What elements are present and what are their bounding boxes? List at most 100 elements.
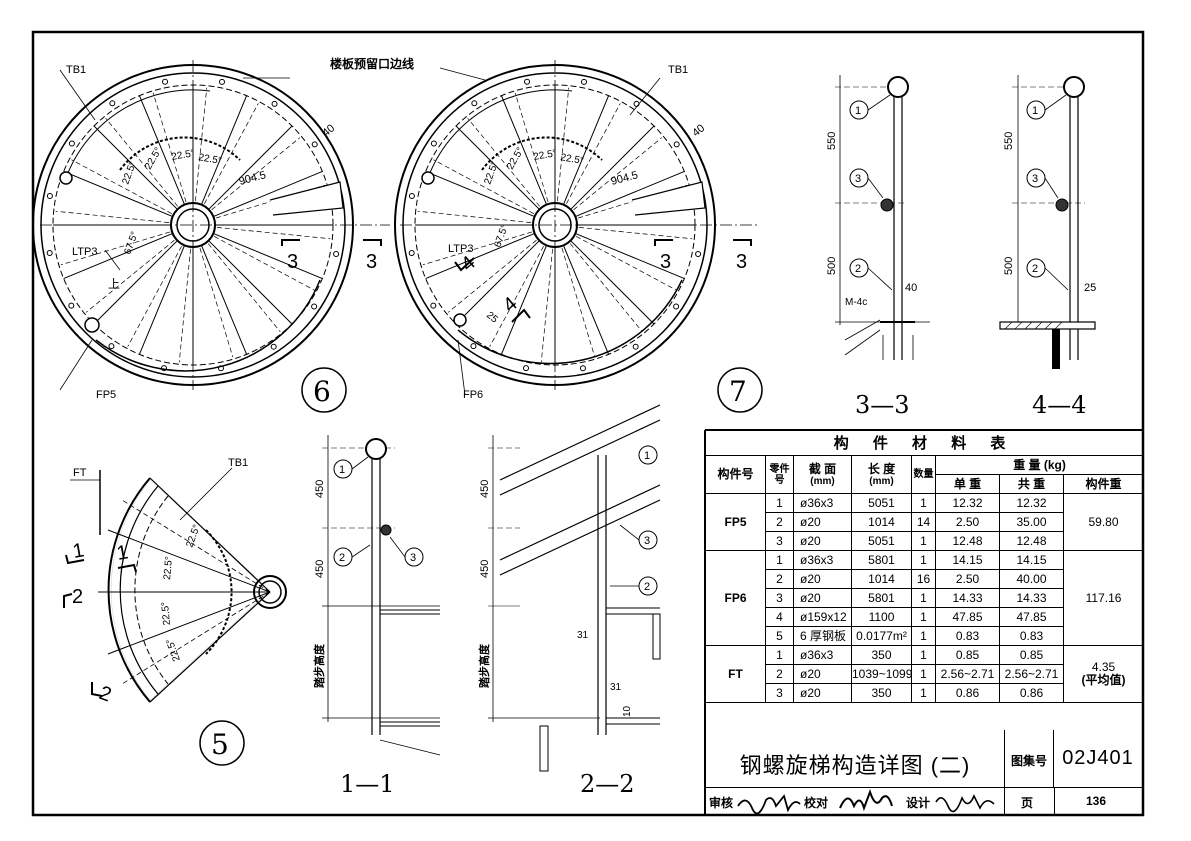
v7-angle-step-1: 22.5°	[482, 160, 500, 186]
step-line	[455, 125, 540, 210]
sec44-dim-550: 550	[1003, 132, 1015, 150]
table-cell: 2.50	[935, 569, 1000, 589]
step-line	[200, 95, 248, 205]
step-line	[208, 240, 293, 325]
baluster-post	[68, 302, 75, 309]
table-cell: ø20	[793, 569, 852, 589]
table-cell: 12.32	[999, 493, 1064, 513]
table-cell: 1	[765, 550, 794, 570]
title-block: 钢螺旋梯构造详图 (二) 图集号 02J401 审核 校对 设计 页 136	[705, 730, 1143, 816]
table-cell: 1014	[851, 512, 912, 532]
plan-view-7: TB1 LTP3 FP6 40 904.5 22.5° 22.5° 22.5° …	[394, 60, 763, 413]
step-hidden-line	[489, 245, 544, 347]
step-hidden-line	[213, 236, 315, 291]
table-cell: 1	[911, 607, 936, 627]
step-hidden-line	[55, 210, 170, 223]
table-cell: 3	[765, 588, 794, 608]
baluster-post	[108, 343, 115, 350]
section-3-3: 1 3 2 550 500 40 M-4c 3—3	[826, 75, 930, 419]
atlas-label-cell: 图集号	[1004, 730, 1054, 788]
step-hidden-line	[105, 117, 179, 207]
table-cell: ø36x3	[793, 645, 852, 665]
table-cell: 16	[911, 569, 936, 589]
table-cell: 5801	[851, 588, 912, 608]
table-cell: 1	[911, 588, 936, 608]
sec44-part-2: 2	[1032, 263, 1038, 275]
table-cell: ø159x12	[793, 607, 852, 627]
col-total-weight: 共 重	[999, 474, 1064, 494]
baluster-post	[408, 192, 415, 199]
step-line	[500, 95, 548, 205]
v5-tb-label: TB1	[228, 457, 248, 469]
step-hidden-line	[71, 159, 173, 214]
step-line	[93, 125, 178, 210]
baluster-post	[333, 251, 340, 258]
table-cell: 1	[911, 493, 936, 513]
v6-angle-step-1: 22.5°	[120, 160, 138, 186]
baluster-post	[46, 192, 53, 199]
material-table: 构 件 材 料 表 构件号 零件号 截 面 (mm) 长 度 (mm) 数量 重…	[704, 430, 1145, 730]
v7-section-3b: 3	[736, 251, 747, 273]
sec11-step-height: 踏步高度	[312, 643, 326, 688]
signature-row: 审核 校对 设计 页 136	[705, 787, 1143, 816]
step-line	[575, 232, 685, 280]
table-cell: 1100	[851, 607, 912, 627]
table-cell: 2.56~2.71	[999, 664, 1064, 684]
v6-dim-40: 40	[320, 122, 337, 139]
table-cell: ø20	[793, 531, 852, 551]
step-hidden-line	[575, 236, 677, 291]
col-member-weight: 构件重	[1062, 474, 1145, 494]
step-line	[138, 245, 186, 355]
step-hidden-line	[447, 239, 537, 313]
sec44-part-3: 3	[1032, 173, 1038, 185]
member-weight-value: 117.16	[1085, 590, 1122, 605]
v7-angle-step-3: 22.5°	[533, 148, 558, 163]
baluster-post	[311, 141, 318, 148]
table-cell: 5	[765, 626, 794, 646]
table-cell: 1	[911, 531, 936, 551]
step-hidden-line	[178, 248, 191, 363]
baluster-post	[109, 100, 116, 107]
baluster-post	[471, 100, 478, 107]
baluster-post	[522, 365, 529, 372]
step-line	[208, 125, 293, 210]
table-cell: 40.00	[999, 569, 1064, 589]
v5-angle-1: 22.5°	[184, 523, 202, 549]
sec22-dim-10: 10	[622, 705, 633, 717]
baluster-post	[430, 140, 437, 147]
step-line	[200, 245, 248, 355]
step-hidden-line	[467, 117, 541, 207]
table-cell: 1	[765, 493, 794, 513]
step-hidden-line	[417, 210, 532, 223]
baluster-post	[673, 303, 680, 310]
section-4-4: 1 3 2 550 500 25 4—4	[999, 75, 1096, 419]
baluster-post	[311, 303, 318, 310]
step-hidden-line	[514, 92, 549, 203]
sec33-part-2: 2	[855, 263, 861, 275]
table-cell: 12.48	[935, 531, 1000, 551]
sheet-border	[31, 30, 1145, 817]
table-cell: 14	[911, 512, 936, 532]
review-label: 审核	[709, 796, 734, 810]
v7-tb-label: TB1	[668, 64, 688, 76]
baluster-post	[470, 343, 477, 350]
step-hidden-line	[199, 247, 234, 358]
material-table-grid: 构 件 材 料 表 构件号 零件号 截 面 (mm) 长 度 (mm) 数量 重…	[704, 430, 1145, 703]
table-cell: 350	[851, 683, 912, 703]
table-cell: 1014	[851, 569, 912, 589]
baluster-post	[695, 251, 702, 258]
v6-up-label: 上	[108, 277, 120, 291]
v7-angle-step-2: 22.5°	[505, 146, 526, 172]
sec22-dim-31a: 31	[577, 630, 589, 641]
table-cell: 1	[911, 645, 936, 665]
table-cell: 0.0177m²	[851, 626, 912, 646]
sec33-embed-label: M-4c	[845, 297, 867, 308]
table-cell: 5801	[851, 550, 912, 570]
v6-fp-label: FP5	[96, 389, 116, 401]
step-line	[575, 170, 685, 218]
